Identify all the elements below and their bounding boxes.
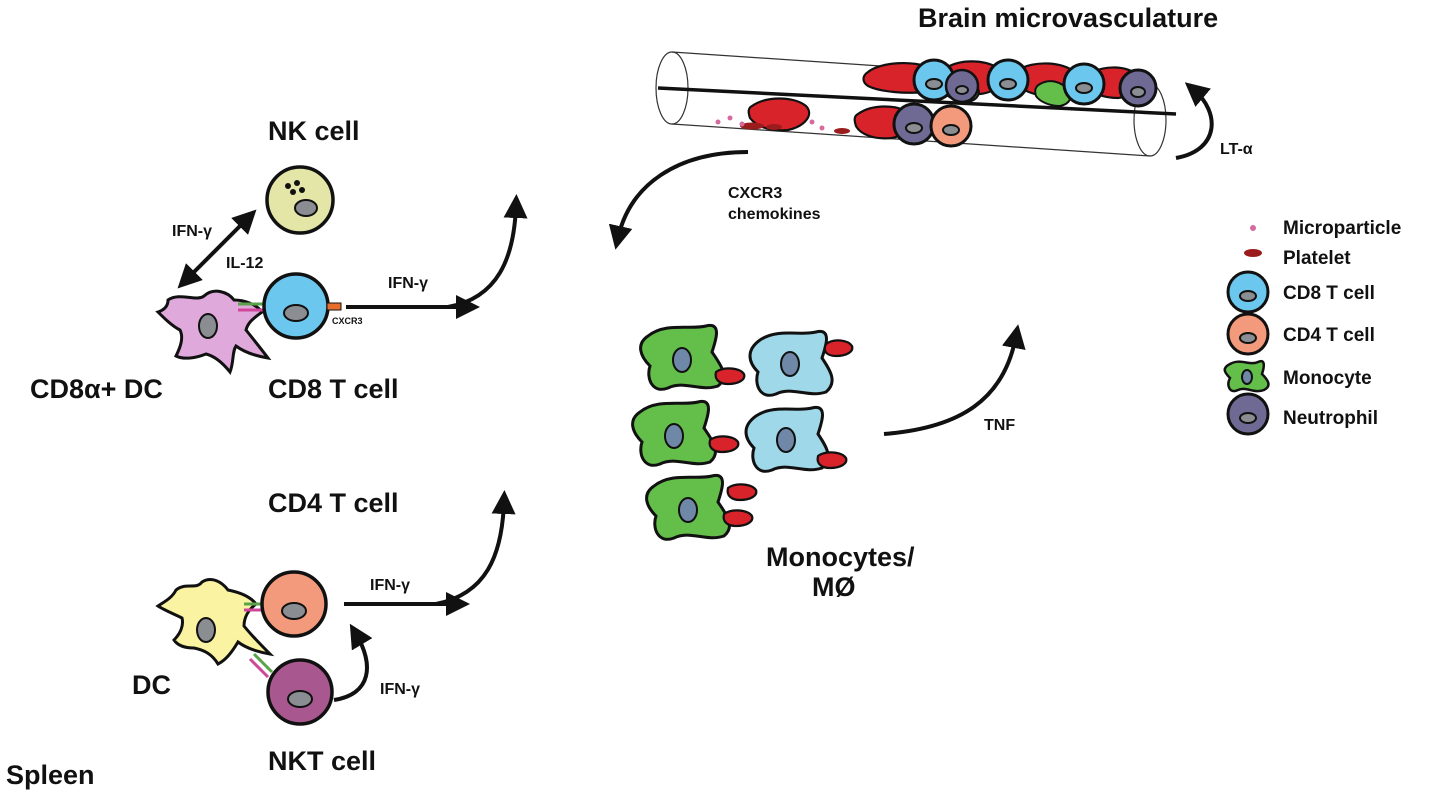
legend-item-cd8-t-cell: CD8 T cell bbox=[1226, 270, 1375, 314]
legend-label-monocyte: Monocyte bbox=[1283, 368, 1372, 389]
ifn-gamma-label-nkt: IFN-γ bbox=[380, 681, 420, 698]
cxcr3-chemokines-label-line2: chemokines bbox=[728, 206, 821, 223]
cd8-t-cell-label: CD8 T cell bbox=[268, 374, 399, 404]
nk-dc-double-arrow bbox=[177, 209, 257, 289]
dc-label: DC bbox=[132, 670, 171, 700]
ifn-gamma-label-cd4: IFN-γ bbox=[370, 577, 410, 594]
cd8-t-cell bbox=[262, 272, 330, 340]
legend-label-neutrophil: Neutrophil bbox=[1283, 408, 1378, 429]
cd8a-dc-label: CD8α+ DC bbox=[30, 374, 163, 404]
spleen-label: Spleen bbox=[6, 760, 95, 790]
dc-cell bbox=[155, 578, 275, 666]
nkt-cell bbox=[266, 658, 334, 726]
monocytes-label-line2: MØ bbox=[812, 572, 856, 602]
cd4-t-cell-label: CD4 T cell bbox=[268, 488, 399, 518]
cxcr3-chemokines-label-line1: CXCR3 bbox=[728, 185, 782, 202]
monocytes-label-line1: Monocytes/ bbox=[766, 542, 915, 572]
platelet-swatch bbox=[1244, 249, 1262, 257]
nkt-ifn-arrow bbox=[333, 623, 373, 702]
nk-cell-label: NK cell bbox=[268, 116, 360, 146]
legend: Microparticle Platelet CD8 T cell CD4 T … bbox=[1223, 218, 1401, 436]
monocyte-cluster bbox=[631, 323, 854, 541]
legend-item-microparticle: Microparticle bbox=[1250, 218, 1401, 239]
cd4-t-cell bbox=[260, 570, 328, 638]
legend-label-cd8-t-cell: CD8 T cell bbox=[1283, 283, 1375, 304]
vessel-center-line bbox=[657, 86, 1177, 116]
brain-microvasculature-label: Brain microvasculature bbox=[918, 3, 1218, 33]
legend-item-platelet: Platelet bbox=[1244, 248, 1351, 269]
cd8-curve-arrow bbox=[447, 194, 528, 309]
cxcr3-label: CXCR3 bbox=[332, 316, 363, 326]
tnf-arrow bbox=[883, 324, 1026, 436]
legend-item-monocyte: Monocyte bbox=[1223, 359, 1372, 393]
dc-nkt-contact-pink bbox=[248, 657, 270, 679]
ifn-gamma-label-nk: IFN-γ bbox=[172, 223, 212, 240]
legend-label-cd4-t-cell: CD4 T cell bbox=[1283, 325, 1375, 346]
nk-cell bbox=[265, 165, 335, 235]
lt-alpha-arrow bbox=[1175, 82, 1214, 160]
legend-item-cd4-t-cell: CD4 T cell bbox=[1226, 312, 1375, 356]
cd4-curve-arrow bbox=[435, 490, 516, 606]
chemokine-arrow bbox=[608, 150, 749, 250]
legend-label-microparticle: Microparticle bbox=[1283, 218, 1401, 239]
nkt-cell-label: NKT cell bbox=[268, 746, 376, 776]
dc-nkt-contact-green bbox=[252, 652, 274, 674]
lt-alpha-label: LT-α bbox=[1220, 141, 1253, 158]
legend-item-neutrophil: Neutrophil bbox=[1226, 392, 1378, 436]
vessel-cells-bottom bbox=[715, 97, 973, 148]
legend-label-platelet: Platelet bbox=[1283, 248, 1351, 269]
vessel-cells-top bbox=[862, 58, 1158, 108]
microparticle-swatch bbox=[1250, 225, 1256, 231]
ifn-gamma-label-cd8: IFN-γ bbox=[388, 275, 428, 292]
cxcr3-receptor bbox=[326, 302, 342, 311]
tnf-label: TNF bbox=[984, 417, 1015, 434]
il12-label: IL-12 bbox=[226, 255, 263, 272]
